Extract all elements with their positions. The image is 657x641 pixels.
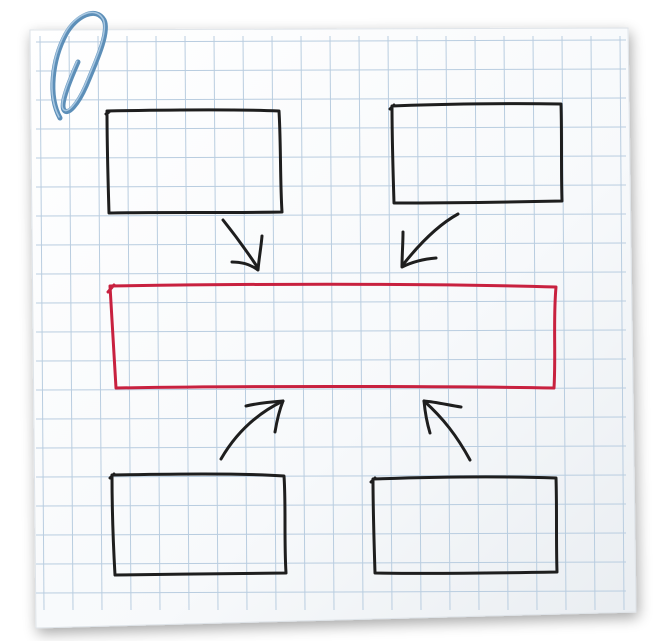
- grid-line-horizontal: [35, 300, 627, 304]
- diagram-boxes: [104, 102, 564, 577]
- grid-line-horizontal: [35, 532, 627, 536]
- grid-line-vertical: [474, 35, 480, 611]
- grid-line-horizontal: [35, 271, 627, 275]
- grid-lines: [35, 35, 627, 611]
- grid-line-vertical: [213, 35, 219, 611]
- grid-line-vertical: [503, 35, 509, 611]
- grid-line-vertical: [97, 35, 103, 611]
- grid-line-vertical: [619, 35, 625, 611]
- grid-line-horizontal: [35, 97, 627, 101]
- grid-line-horizontal: [35, 213, 627, 217]
- grid-line-vertical: [416, 35, 422, 611]
- grid-line-vertical: [358, 35, 364, 611]
- graph-paper: [29, 27, 637, 629]
- box-bottom-right: [369, 475, 559, 575]
- box-top-left: [104, 108, 284, 215]
- arrow-bottom-right-to-center: [422, 399, 472, 462]
- grid-line-horizontal: [35, 590, 627, 594]
- diagram-arrows: [219, 212, 472, 462]
- grid-line-vertical: [126, 35, 132, 611]
- grid-line-horizontal: [35, 155, 627, 159]
- box-bottom-left: [108, 472, 288, 577]
- grid-line-vertical: [39, 35, 45, 611]
- grid-line-horizontal: [35, 39, 627, 43]
- grid-line-horizontal: [35, 503, 627, 507]
- grid-line-vertical: [329, 35, 335, 611]
- grid-line-horizontal: [35, 445, 627, 449]
- box-top-right: [388, 102, 564, 205]
- arrow-top-right-to-center: [400, 212, 460, 269]
- grid-line-vertical: [242, 35, 248, 611]
- grid-line-vertical: [590, 35, 596, 611]
- grid-line-horizontal: [35, 416, 627, 420]
- grid-line-horizontal: [35, 68, 627, 72]
- grid-line-horizontal: [35, 329, 627, 333]
- arrow-top-left-to-center: [221, 218, 264, 272]
- grid-line-vertical: [532, 35, 538, 611]
- grid-line-horizontal: [35, 184, 627, 188]
- grid-line-vertical: [155, 35, 161, 611]
- grid-line-horizontal: [35, 561, 627, 565]
- paperclip-icon: [50, 11, 108, 121]
- grid-line-vertical: [184, 35, 190, 611]
- grid-line-vertical: [445, 35, 451, 611]
- grid-line-horizontal: [35, 242, 627, 246]
- grid-line-vertical: [387, 35, 393, 611]
- grid-line-vertical: [300, 35, 306, 611]
- grid-line-horizontal: [35, 126, 627, 130]
- grid-line-vertical: [68, 35, 74, 611]
- grid-line-horizontal: [35, 474, 627, 478]
- grid-line-horizontal: [35, 358, 627, 362]
- grid-line-vertical: [271, 35, 277, 611]
- box-center-highlighted: [106, 282, 558, 390]
- arrow-bottom-left-to-center: [219, 399, 285, 461]
